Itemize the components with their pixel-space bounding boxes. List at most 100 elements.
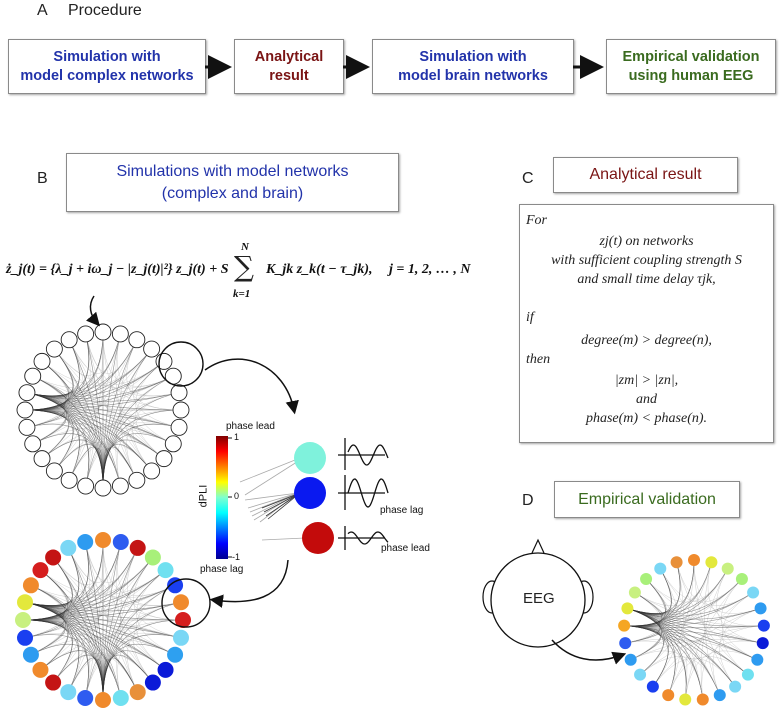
result-line-for: For [526,213,547,228]
step-4-line1: Empirical validation [622,48,760,65]
colorbar-top-caption: phase lead [226,421,275,432]
eeg-head-outline [490,552,586,648]
network-node [17,629,34,646]
wave-bottom [338,526,389,550]
network-edge [132,348,180,428]
network-node [167,577,184,594]
network-node [624,653,637,666]
wave-middle-label: phase lag [380,505,424,516]
network-node [729,680,742,693]
network-node [662,689,675,702]
panel-a-letter: A [37,2,48,19]
network-edge [684,578,743,700]
network-node [705,556,718,569]
network-node [170,418,188,436]
panel-c-letter: C [522,170,534,187]
panel-d-title-text: Empirical validation [578,490,716,508]
network-edge [68,442,152,481]
procedure-arrows [205,55,604,79]
network-node [15,612,31,628]
network-edge [68,653,154,693]
network-node [741,668,754,681]
network-edge [634,592,764,627]
result-line-delay: and small time delay τjk, [577,272,716,287]
network-node [77,534,94,551]
network-edge [85,333,104,489]
network-node [747,586,760,599]
network-edge [719,608,761,687]
network-node [670,556,683,569]
network-node [164,435,182,453]
model-equation-rhs: K_jk z_k(t − τ_jk), [266,262,373,277]
colorbar-label: dPLI [197,484,210,508]
network-node [128,331,146,349]
model-equation-lhs: ż_j(t) = {λ_j + iω_j − |z_j(t)|²} z_j(t)… [6,262,229,277]
network-node [621,602,634,615]
network-node [17,594,34,611]
model-equation-index: j = 1, 2, … , N [389,262,471,277]
network-node [640,572,653,585]
network-node [129,539,146,556]
network-node [757,619,770,632]
step-2-line2: result [269,67,309,84]
network-node [77,689,94,706]
zoom-back-arrow [209,559,289,608]
panel-a-title: Procedure [68,2,142,19]
network-node [45,340,63,358]
network-node [143,462,161,480]
panel-b-letter: B [37,170,48,187]
panel-d-title: Empirical validation [554,481,740,518]
step-1-line2: model complex networks [20,67,194,84]
network-node [18,384,36,402]
magnifier-circle [158,341,204,387]
network-edge [85,333,182,411]
model-network-colored [15,532,211,708]
colorbar-mid-tick-label: 0 [234,491,240,501]
eeg-head [482,538,594,648]
eeg-network [618,554,770,706]
network-edge [32,348,152,389]
zoom-node-cyan [294,442,326,474]
network-node [16,401,34,419]
network-node [155,450,173,468]
dpli-colorbar [216,436,228,559]
wave-top [338,438,389,470]
network-node [22,577,39,594]
network-node [618,619,631,632]
network-node [172,401,190,419]
zoom-out-arrow [204,358,299,415]
network-node [754,602,767,615]
network-edge [84,650,166,699]
network-node [45,549,62,566]
network-node [157,562,174,579]
network-node [94,479,112,497]
network-edge [136,569,176,655]
colorbar-bottom-caption: phase lag [200,564,244,575]
network-edge [712,625,764,696]
network-node [735,572,748,585]
eeg-to-network-arrow [551,639,627,665]
network-node [157,661,174,678]
network-edge [721,578,758,661]
network-edge [660,568,758,661]
network-node [143,340,161,358]
result-line-then: then [526,352,551,367]
network-node [721,562,734,575]
network-edge [30,557,154,598]
network-edge [133,557,182,639]
network-node [77,477,95,495]
network-node [24,435,42,453]
network-edge [84,541,184,621]
network-edge [645,578,763,644]
network-node [628,586,641,599]
network-edge [652,658,736,687]
zoom-node-blue [294,477,326,509]
network-edge [693,559,736,687]
network-edge [704,562,721,696]
result-line-if: if [526,310,534,325]
zoom-node-red [302,522,334,554]
eeg-head-label: EEG [523,590,555,607]
network-edge [41,361,165,386]
network-node [144,674,161,691]
